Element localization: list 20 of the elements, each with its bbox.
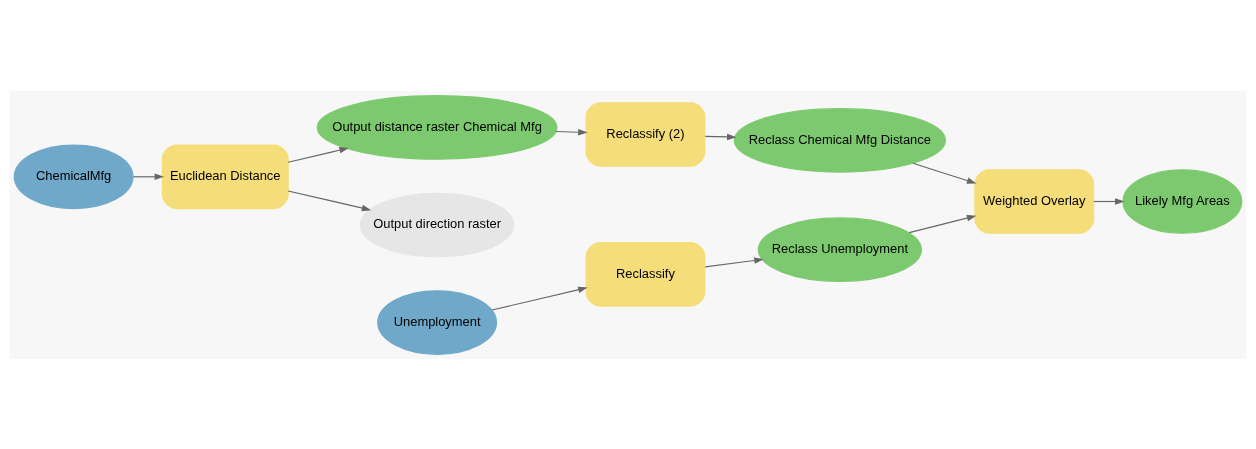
arrow xyxy=(704,256,764,267)
node-ellipse: ChemicalMfg xyxy=(13,144,134,209)
node-box: Weighted Overlay xyxy=(974,168,1095,234)
arrow xyxy=(908,214,977,233)
arrow xyxy=(1093,197,1125,205)
arrow xyxy=(491,286,588,311)
node-ellipse: Reclass Unemployment xyxy=(757,216,922,282)
node-ellipse: Unemployment xyxy=(377,289,498,355)
node-box: Reclassify (2) xyxy=(585,101,706,167)
arrow xyxy=(704,133,737,140)
arrow xyxy=(555,128,588,136)
node-ellipse: Reclass Chemical Mfg Distance xyxy=(733,107,946,173)
arrow xyxy=(912,162,977,184)
arrow xyxy=(287,189,372,211)
node-box: Euclidean Distance xyxy=(161,144,289,209)
arrow xyxy=(132,173,164,180)
node-ellipse: Output distance raster Chemical Mfg xyxy=(316,94,558,160)
node-box: Reclassify xyxy=(585,241,706,307)
node-ellipse: Likely Mfg Areas xyxy=(1122,168,1243,234)
arrow xyxy=(287,146,349,163)
